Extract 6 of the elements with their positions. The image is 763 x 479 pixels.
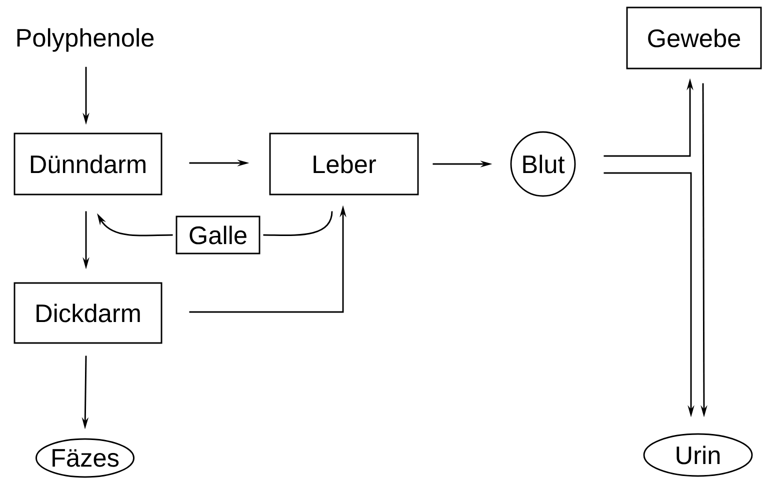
organ-box: Leber [269, 132, 419, 196]
organ-box: Dickdarm [14, 282, 162, 344]
input-label: Polyphenole [17, 28, 154, 52]
organ-box: Gewebe [626, 6, 762, 70]
organ-box: Galle [176, 216, 260, 254]
organ-box: Dünndarm [14, 132, 162, 196]
